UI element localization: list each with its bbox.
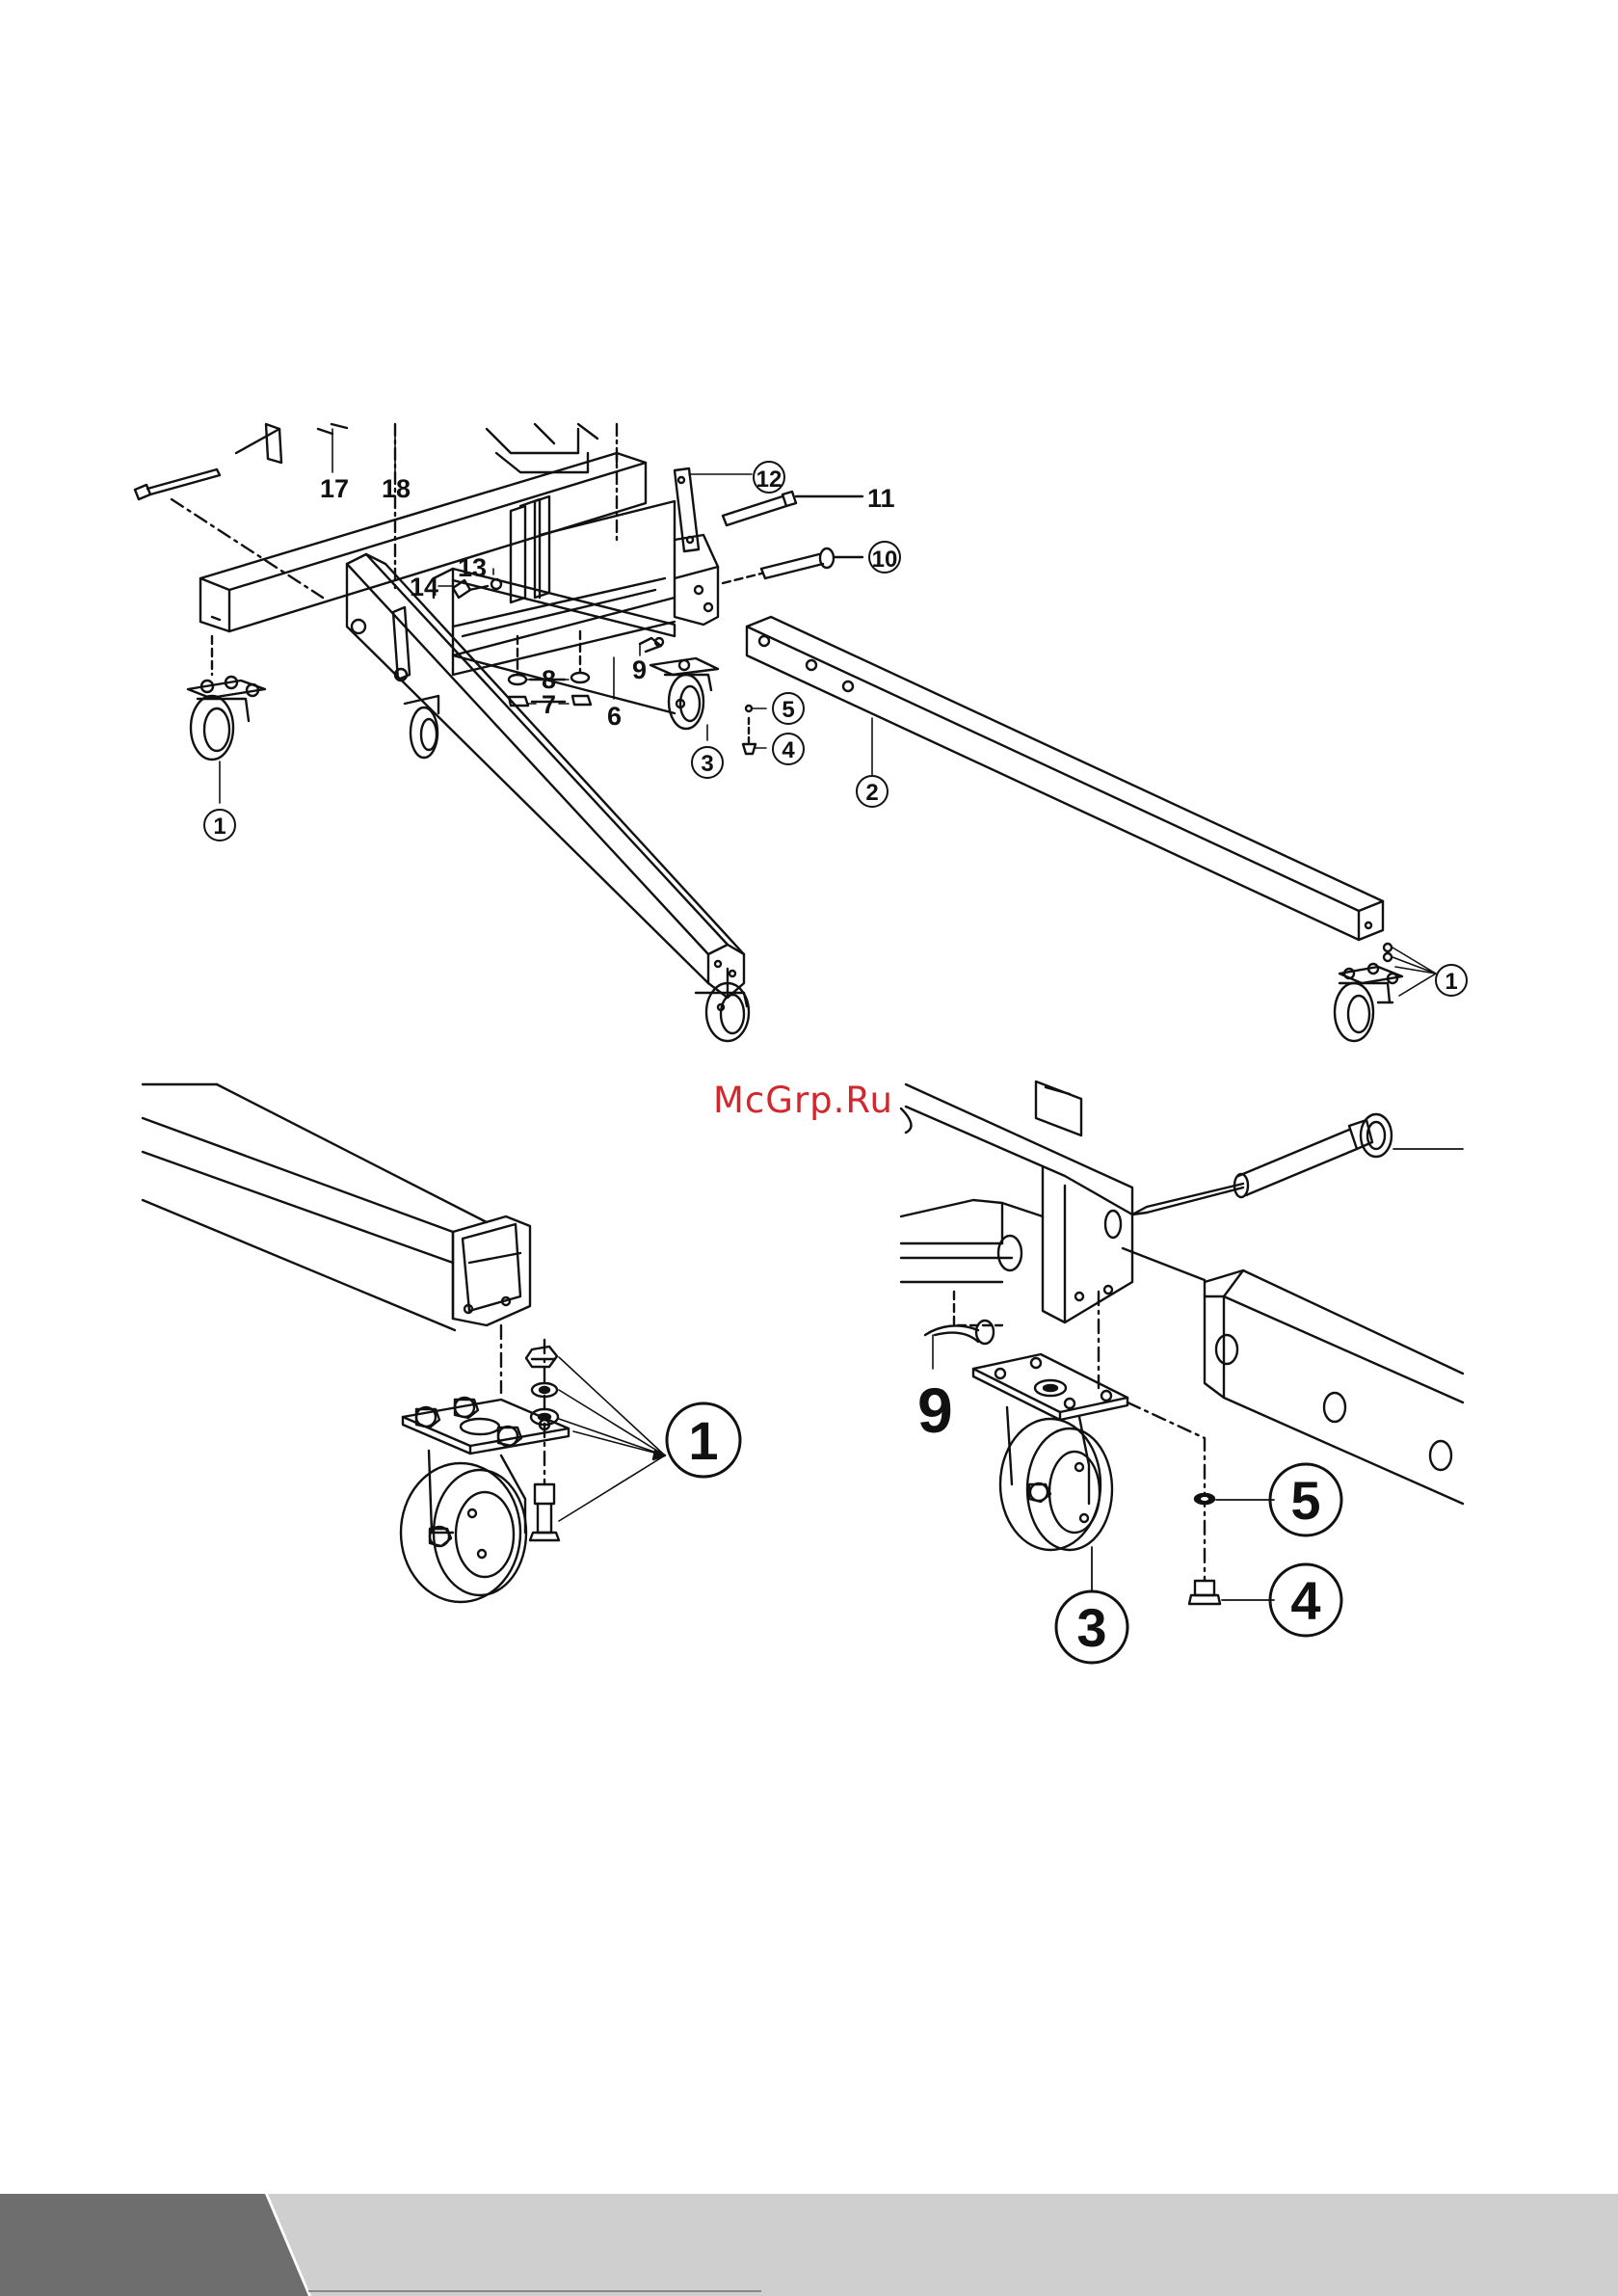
leader-lines-top xyxy=(220,429,1436,996)
caster-leg-end xyxy=(696,983,749,1041)
detail-right-callout-5: 5 xyxy=(1290,1470,1320,1531)
detail-right-caster-3 xyxy=(901,1081,1463,1604)
callout-10: 10 xyxy=(872,547,898,573)
callout-9: 9 xyxy=(632,655,647,684)
caster-3-top xyxy=(650,658,718,729)
callout-14: 14 xyxy=(410,573,438,601)
caster-front-left xyxy=(188,636,265,760)
detail-left-caster-1 xyxy=(143,1084,665,1602)
footer-band-light xyxy=(268,2194,1618,2296)
detail-right-callout-3: 3 xyxy=(1076,1597,1106,1658)
caster-leg-mid xyxy=(405,696,438,758)
callout-7: 7 xyxy=(542,690,556,719)
footer-band-dark xyxy=(0,2194,308,2296)
detail-right-callout-4: 4 xyxy=(1290,1570,1320,1631)
callout-4: 4 xyxy=(782,737,795,763)
detail-left-callout-1: 1 xyxy=(688,1410,718,1471)
callouts-top: 17 18 12 11 10 14 13 9 8 7 6 5 4 3 2 1 1 xyxy=(204,462,1467,996)
frame-exploded-view xyxy=(135,424,1402,1041)
callout-17: 17 xyxy=(320,474,349,503)
callout-6: 6 xyxy=(607,702,622,731)
callout-1-rear: 1 xyxy=(1445,969,1457,995)
callout-13: 13 xyxy=(458,553,487,582)
footer-rule xyxy=(308,2290,761,2292)
callout-18: 18 xyxy=(382,474,411,503)
callout-12: 12 xyxy=(756,467,782,493)
callout-11: 11 xyxy=(867,484,895,513)
detail-right-callout-9: 9 xyxy=(917,1375,953,1446)
callout-2: 2 xyxy=(865,780,878,806)
watermark-text: McGrp.Ru xyxy=(713,1080,893,1121)
callout-1-front: 1 xyxy=(213,814,225,840)
caster-rear-right xyxy=(1335,944,1402,1041)
callout-5: 5 xyxy=(782,697,794,723)
rear-leg-2 xyxy=(747,617,1383,940)
callouts-detail: 1 9 5 4 3 xyxy=(667,1375,1341,1663)
callout-3: 3 xyxy=(701,751,713,777)
